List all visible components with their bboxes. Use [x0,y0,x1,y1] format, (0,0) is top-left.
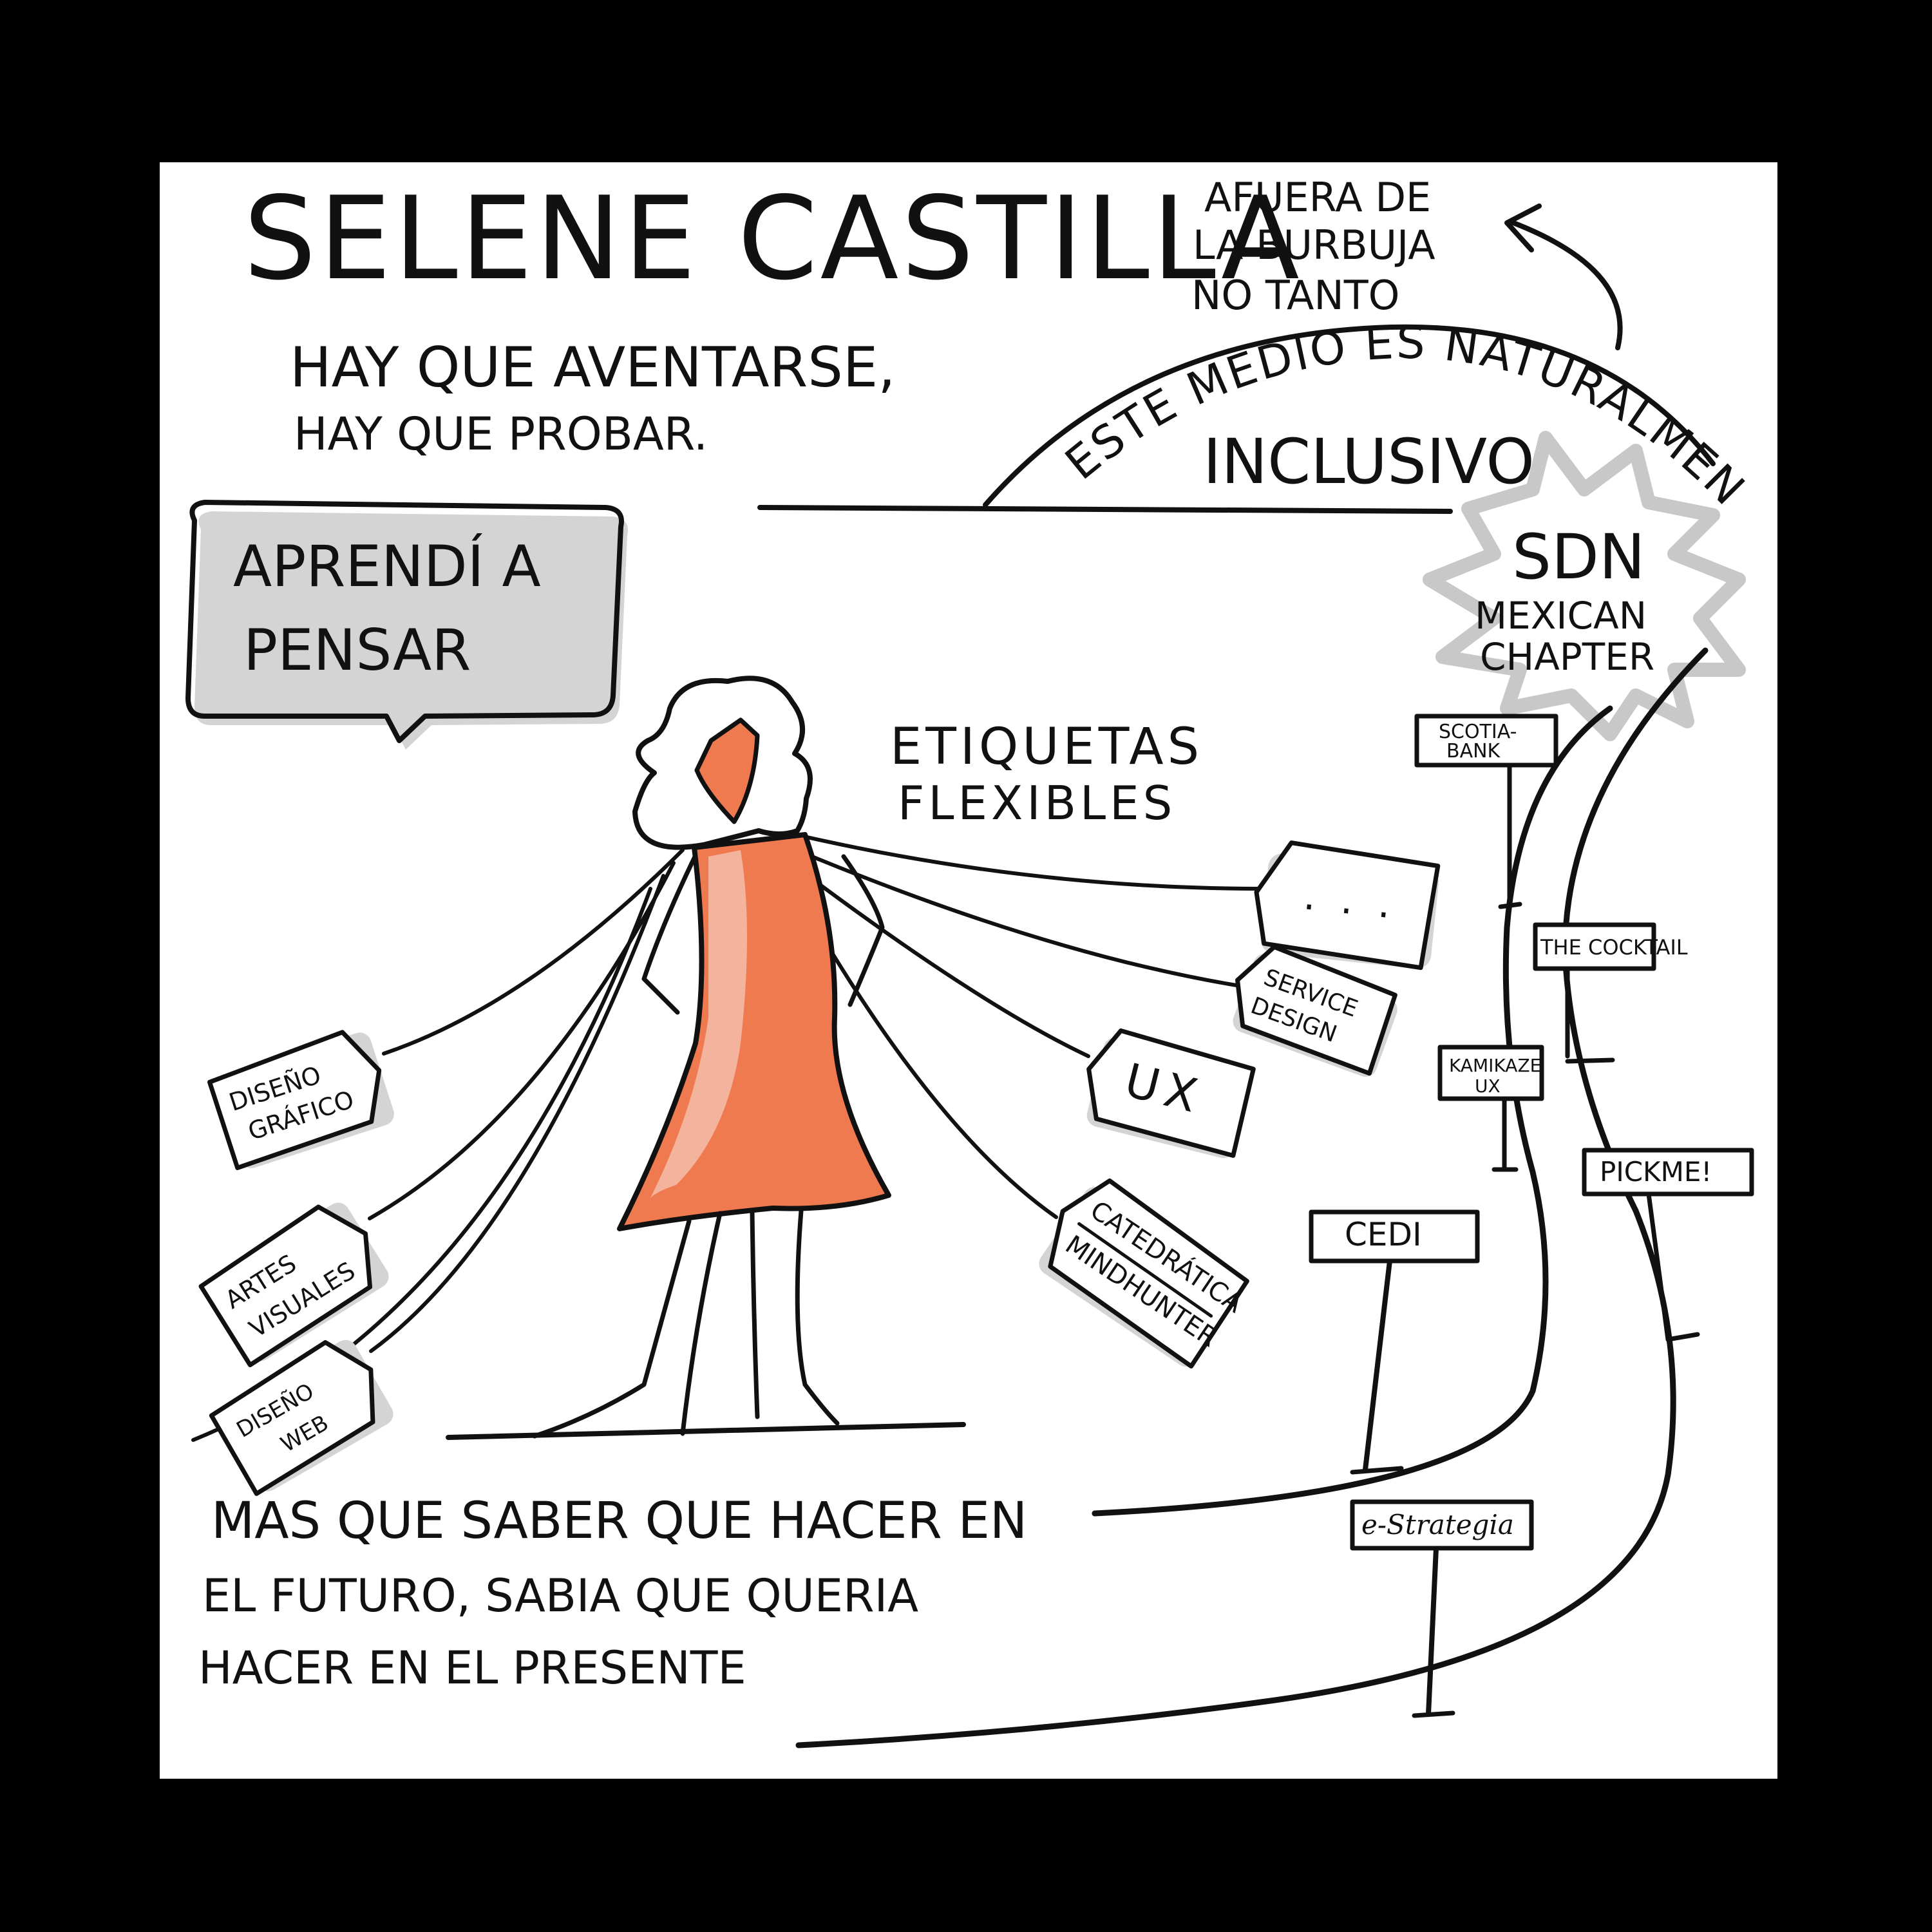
road-sign-the-cocktail: THE COCKTAIL [1533,922,1688,1064]
top-quote-line-1: HAY QUE AVENTARSE, [290,336,896,400]
top-quote: HAY QUE AVENTARSE, HAY QUE PROBAR. [290,336,896,460]
winding-road-icon [795,647,1709,1748]
speech-bubble-icon: APRENDÍ A PENSAR [185,500,628,750]
tag-diseno-web: DISEÑO WEB [209,1340,393,1496]
sdn-chapter: SDN MEXICAN CHAPTER [1475,521,1654,679]
tag-ux: UX [1086,1028,1256,1159]
tag-artes-visuales: ARTES VISUALES [198,1202,389,1368]
bubble-note: AFUERA DE LA BURBUJA NO TANTO [1191,174,1435,319]
sdn-line-1: SDN [1512,521,1645,593]
tag-ellipsis-label: . . . [1302,873,1399,928]
road-sign-scotiabank: SCOTIA- BANK [1414,714,1558,909]
bottom-quote-line-1: MAS QUE SABER QUE HACER EN [211,1492,1027,1550]
road-sign-pickme: PICKME! [1582,1148,1754,1342]
labels-heading-line-2: FLEXIBLES [898,776,1176,830]
sdn-line-3: CHAPTER [1480,635,1654,679]
bottom-quote: MAS QUE SABER QUE HACER EN EL FUTURO, SA… [198,1492,1027,1694]
tag-ellipsis: . . . [1254,840,1441,971]
speech-bubble-line-1: APRENDÍ A [233,533,541,600]
road-sign-kamikaze-ux: KAMIKAZE UX [1437,1045,1544,1172]
arc-text-line-2: INCLUSIVO [1203,426,1535,498]
bottom-quote-line-2: EL FUTURO, SABIA QUE QUERIA [202,1569,918,1622]
bubble-note-line-3: NO TANTO [1191,272,1399,319]
speech-bubble-line-2: PENSAR [243,617,471,683]
bubble-note-line-1: AFUERA DE [1204,174,1431,221]
e-strategia-label: e-Strategia [1361,1509,1514,1540]
scotiabank-line-2: BANK [1446,740,1501,762]
tag-service-design: SERVICE DESIGN [1233,944,1397,1077]
pickme-label: PICKME! [1600,1156,1712,1188]
kamikaze-line-1: KAMIKAZE [1449,1055,1541,1076]
page-title: SELENE CASTILLA [243,172,1302,305]
tag-diseno-grafico: DISEÑO GRÁFICO [207,1030,394,1170]
scotiabank-line-1: SCOTIA- [1439,721,1517,743]
road-sign-e-strategia: e-Strategia [1350,1499,1534,1718]
star-burst-icon [1423,431,1746,741]
cedi-label: CEDI [1345,1216,1422,1253]
top-quote-line-2: HAY QUE PROBAR. [294,408,708,460]
cocktail-label: THE COCKTAIL [1540,935,1688,960]
kamikaze-line-2: UX [1475,1075,1501,1097]
labels-heading: ETIQUETAS FLEXIBLES [890,718,1203,830]
bottom-quote-line-3: HACER EN EL PRESENTE [198,1642,746,1694]
labels-heading-line-1: ETIQUETAS [890,718,1203,776]
sdn-line-2: MEXICAN [1475,594,1647,638]
bubble-note-line-2: LA BURBUJA [1193,222,1435,269]
tag-catedratica-mindhunter: CATEDRÁTICA MINDHUNTER [1039,1178,1249,1368]
curved-arrow-icon [1504,204,1623,350]
woman-in-orange-dress-icon [446,676,966,1440]
road-sign-cedi: CEDI [1309,1209,1480,1475]
